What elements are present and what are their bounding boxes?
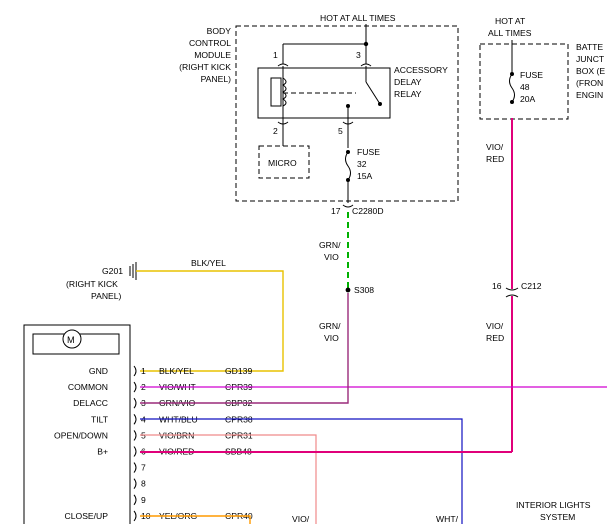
motor-symbol: M: [67, 335, 75, 345]
fuse48-bottom: [510, 100, 514, 104]
contact-arm: [365, 81, 381, 105]
pin-connector: [133, 365, 137, 377]
blk-yel-ground-wire: [136, 270, 284, 372]
vio-brn-open-down-wire: [140, 434, 317, 524]
pin-connector: [133, 494, 137, 506]
c212-connector-bottom: [505, 294, 519, 298]
body-control-module-box: [235, 25, 459, 202]
c2280d-connector-symbol: [342, 204, 354, 208]
grn-vio-label-1b: VIO: [324, 252, 339, 262]
pin-connector: [133, 397, 137, 409]
pin-connector: [133, 381, 137, 393]
pin-function-label: B+: [97, 447, 108, 457]
grn-vio-label-1a: GRN/: [319, 240, 341, 250]
coil-winding: [282, 77, 287, 107]
c212-label: C212: [521, 281, 542, 291]
micro-label: MICRO: [268, 158, 297, 168]
coil-resistor: [270, 77, 282, 107]
pin-connector: [133, 462, 137, 473]
hot-at-all-times-left: HOT AT ALL TIMES: [320, 13, 396, 23]
wire-color-label: BLK/YEL: [159, 366, 194, 376]
pin3-connector: [360, 63, 372, 67]
pin-connector: [133, 413, 137, 425]
pin-function-label: OPEN/DOWN: [54, 430, 108, 440]
battery-junction-box: [479, 43, 569, 120]
hot-at-right-1: HOT AT: [495, 16, 526, 26]
pin-connector: [133, 478, 137, 490]
vio-cut-label: VIO/: [292, 514, 310, 524]
fuse48-label-3: 20A: [520, 94, 536, 104]
fuse32-label-1: FUSE: [357, 147, 380, 157]
interior-lights-label-1: INTERIOR LIGHTS: [516, 500, 591, 510]
bcm-label-3: MODULE: [194, 50, 231, 60]
wht-blu-tilt-wire: [140, 418, 463, 524]
fuse48-label-2: 48: [520, 82, 530, 92]
vio-red-label-2b: RED: [486, 333, 504, 343]
interior-lights-label-2: SYSTEM: [540, 512, 575, 522]
s308-label: S308: [354, 285, 374, 295]
c2280d-label: C2280D: [352, 206, 384, 216]
pin1-connector: [277, 63, 289, 67]
g201-label: G201: [102, 266, 123, 276]
pin-function-label: TILT: [91, 414, 109, 424]
yel-org-close-up-wire: [140, 515, 251, 524]
bjb-label-4: (FRON: [576, 78, 603, 88]
bcm-label-1: BODY: [207, 26, 232, 36]
pin-function-label: CLOSE/UP: [65, 511, 109, 521]
motor-icon: [62, 329, 82, 349]
bjb-label-5: ENGIN: [576, 90, 603, 100]
grn-vio-label-2a: GRN/: [319, 321, 341, 331]
grn-vio-delacc-wire: [140, 293, 349, 404]
pin-connector: [133, 510, 137, 522]
pin-number-label: 9: [141, 495, 146, 505]
pin-function-label: COMMON: [68, 382, 108, 392]
pin-function-label: DELACC: [73, 398, 108, 408]
pin-connector: [133, 446, 137, 457]
circuit-id-label: GD139: [225, 366, 252, 376]
bjb-label-3: BOX (E: [576, 66, 605, 76]
wht-cut-label: WHT/: [436, 514, 459, 524]
fuse48-symbol: [509, 73, 515, 103]
bcm-label-4: (RIGHT KICK: [179, 62, 231, 72]
relay-pin-5: 5: [338, 126, 343, 136]
pin-17-label: 17: [331, 206, 341, 216]
pin-number-label: 8: [141, 479, 146, 489]
vio-red-label-1b: RED: [486, 154, 504, 164]
ground-wire-label: BLK/YEL: [191, 258, 226, 268]
bcm-label-5: PANEL): [201, 74, 232, 84]
fuse48-label-1: FUSE: [520, 70, 543, 80]
accessory-delay-relay-box: [257, 67, 391, 119]
fuse32-label-2: 32: [357, 159, 367, 169]
pin-16-label: 16: [492, 281, 502, 291]
fuse32-symbol: [345, 151, 351, 181]
grn-vio-label-2b: VIO: [324, 333, 339, 343]
bcm-label-2: CONTROL: [189, 38, 231, 48]
relay-pin-2: 2: [273, 126, 278, 136]
pin-number-label: 1: [141, 366, 146, 376]
relay-pin-3: 3: [356, 50, 361, 60]
relay-pin-1: 1: [273, 50, 278, 60]
switch-module-outer: [23, 324, 131, 524]
switch-pin-rows: GND1BLK/YELGD139COMMON2VIO/WHTCPR39DELAC…: [54, 365, 253, 522]
relay-label-1: ACCESSORY: [394, 65, 448, 75]
pin-function-label: GND: [89, 366, 108, 376]
micro-box: [258, 145, 310, 179]
g201-location-1: (RIGHT KICK: [66, 279, 118, 289]
fuse32-label-3: 15A: [357, 171, 373, 181]
hot-at-right-2: ALL TIMES: [488, 28, 532, 38]
vio-red-label-2a: VIO/: [486, 321, 504, 331]
s308-splice: [345, 287, 351, 293]
bjb-label-1: BATTE: [576, 42, 603, 52]
vio-red-label-1a: VIO/: [486, 142, 504, 152]
relay-label-2: DELAY: [394, 77, 422, 87]
pin-number-label: 7: [141, 463, 146, 473]
c212-connector-top: [505, 287, 519, 291]
g201-location-2: PANEL): [91, 291, 122, 301]
relay-label-3: RELAY: [394, 89, 422, 99]
bjb-label-2: JUNCT: [576, 54, 605, 64]
pin-connector: [133, 430, 137, 441]
contact-point: [378, 102, 382, 106]
